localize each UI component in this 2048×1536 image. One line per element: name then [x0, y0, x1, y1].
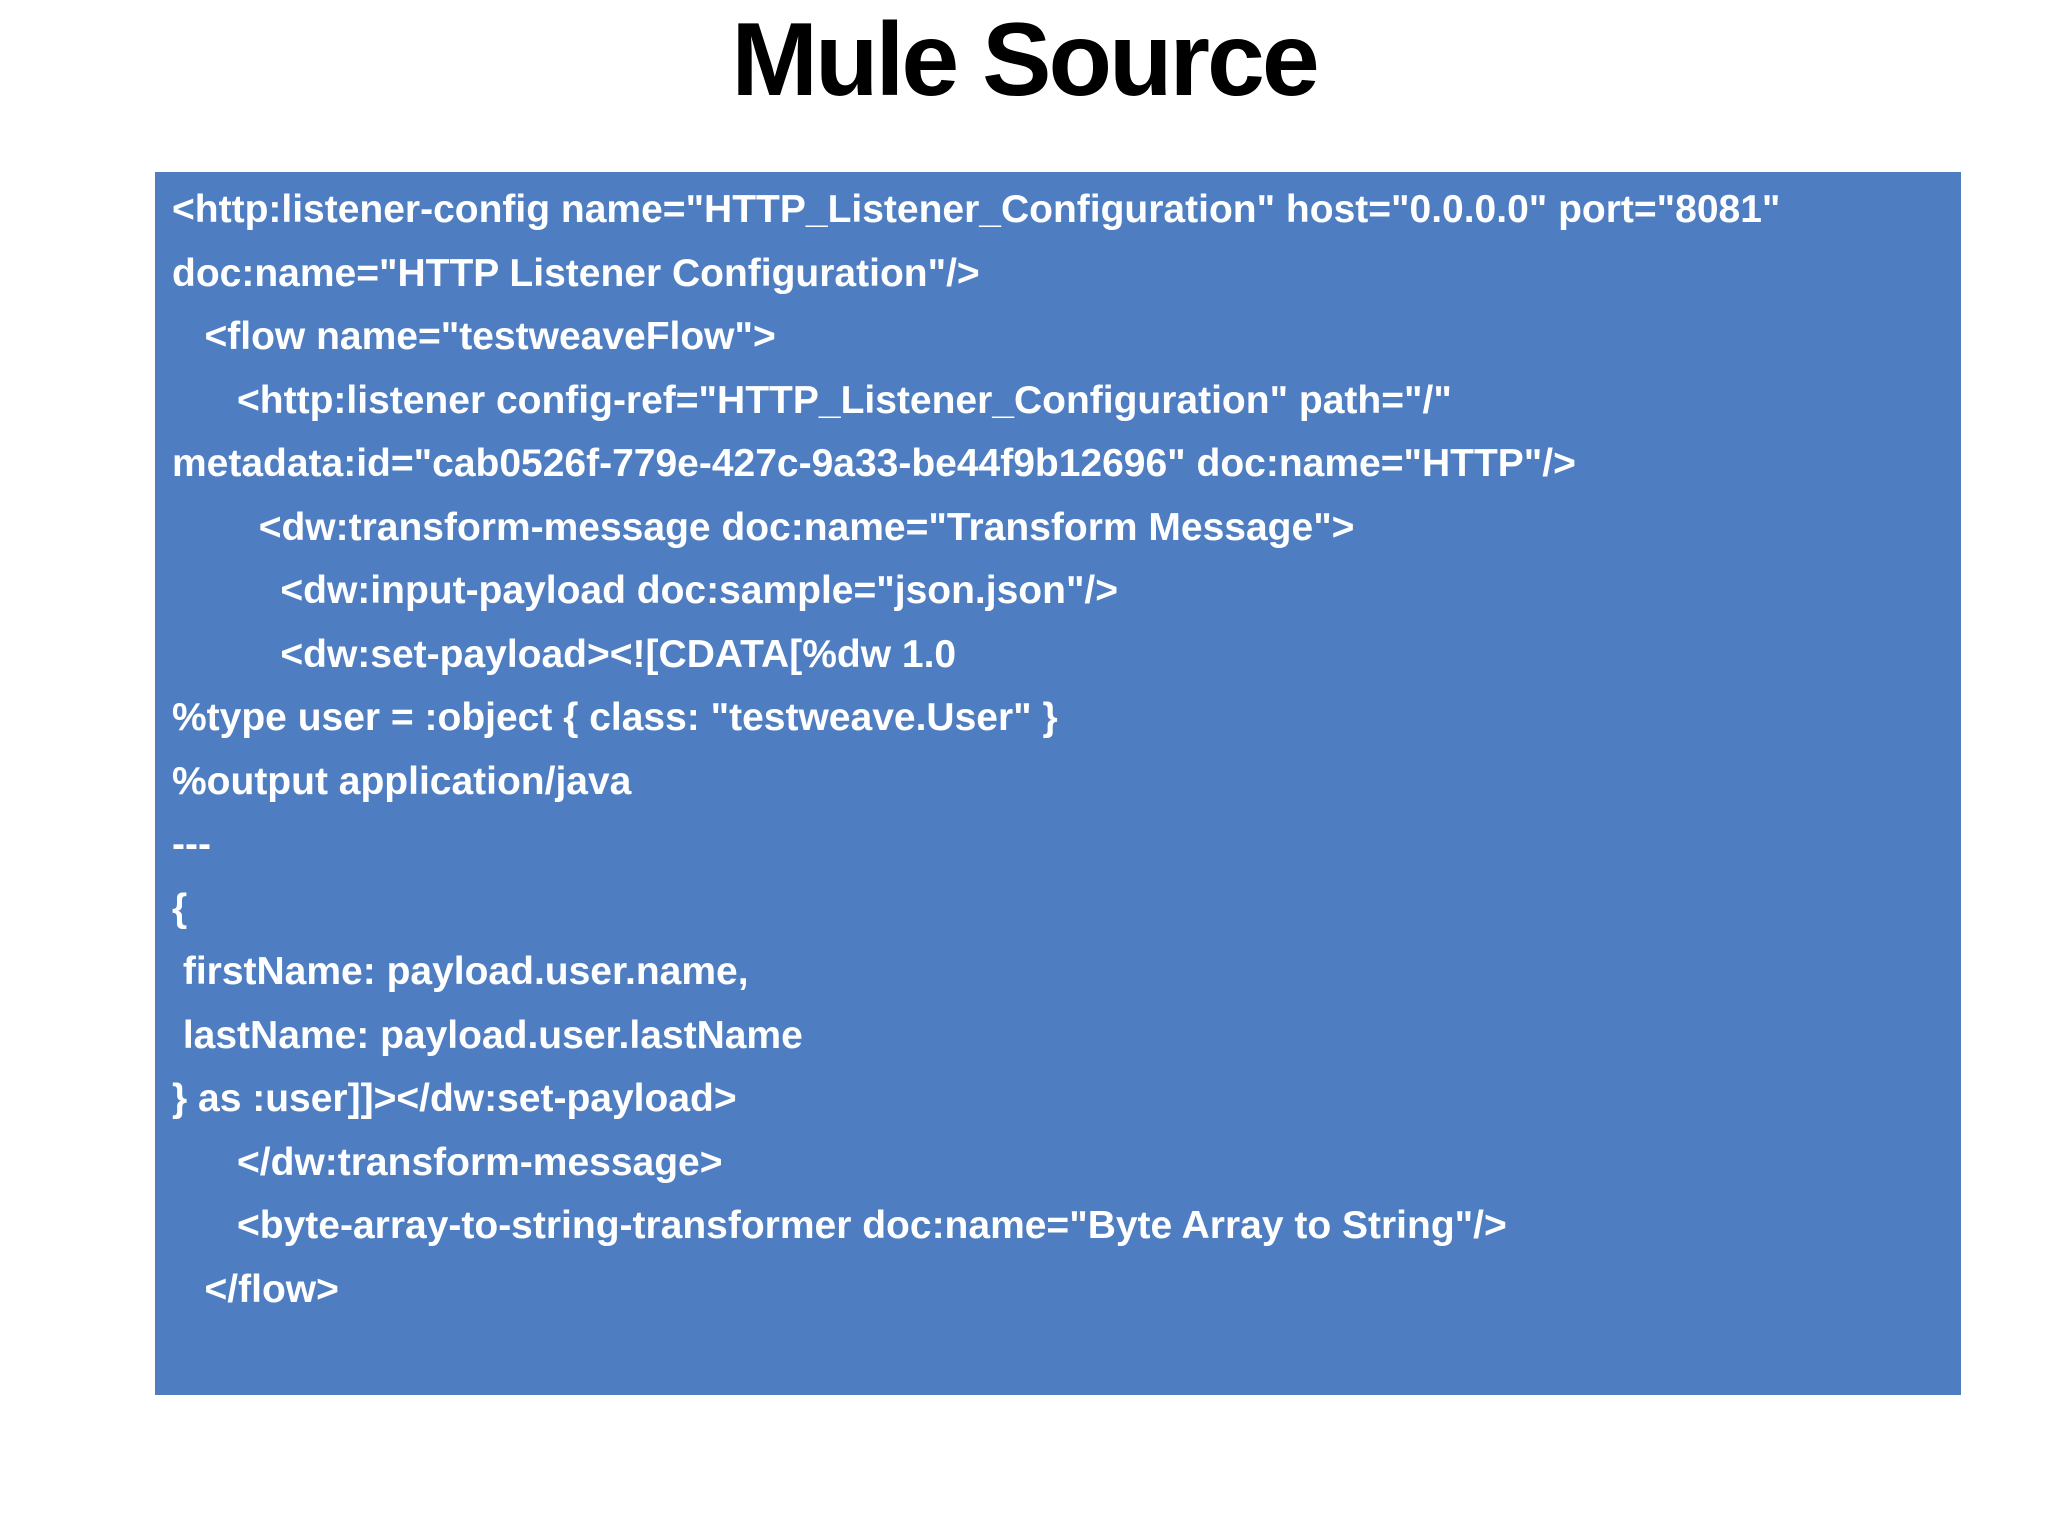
code-line: </flow> [172, 1267, 339, 1311]
code-line: </dw:transform-message> [172, 1140, 723, 1184]
code-line: firstName: payload.user.name, [172, 950, 749, 993]
code-line: doc:name="HTTP Listener Configuration"/> [172, 251, 980, 295]
code-line: lastName: payload.user.lastName [172, 1013, 803, 1057]
code-line: %output application/java [172, 759, 632, 803]
code-line: <dw:set-payload><![CDATA[%dw 1.0 [172, 632, 957, 676]
code-line: --- [172, 823, 211, 866]
code-line: <http:listener config-ref="HTTP_Listener… [172, 378, 1452, 422]
code-line: <dw:input-payload doc:sample="json.json"… [172, 569, 1119, 612]
code-line: } as :user]]></dw:set-payload> [172, 1077, 737, 1120]
code-block: <http:listener-config name="HTTP_Listene… [155, 172, 1961, 1395]
slide-title: Mule Source [731, 2, 1319, 118]
code-line: %type user = :object { class: "testweave… [172, 696, 1058, 739]
code-line: <http:listener-config name="HTTP_Listene… [172, 188, 1781, 231]
code-line: { [172, 886, 188, 930]
code-line: metadata:id="cab0526f-779e-427c-9a33-be4… [172, 442, 1576, 485]
code-line: <dw:transform-message doc:name="Transfor… [172, 505, 1355, 549]
code-line: <byte-array-to-string-transformer doc:na… [172, 1204, 1507, 1247]
code-line: <flow name="testweaveFlow"> [172, 315, 776, 358]
